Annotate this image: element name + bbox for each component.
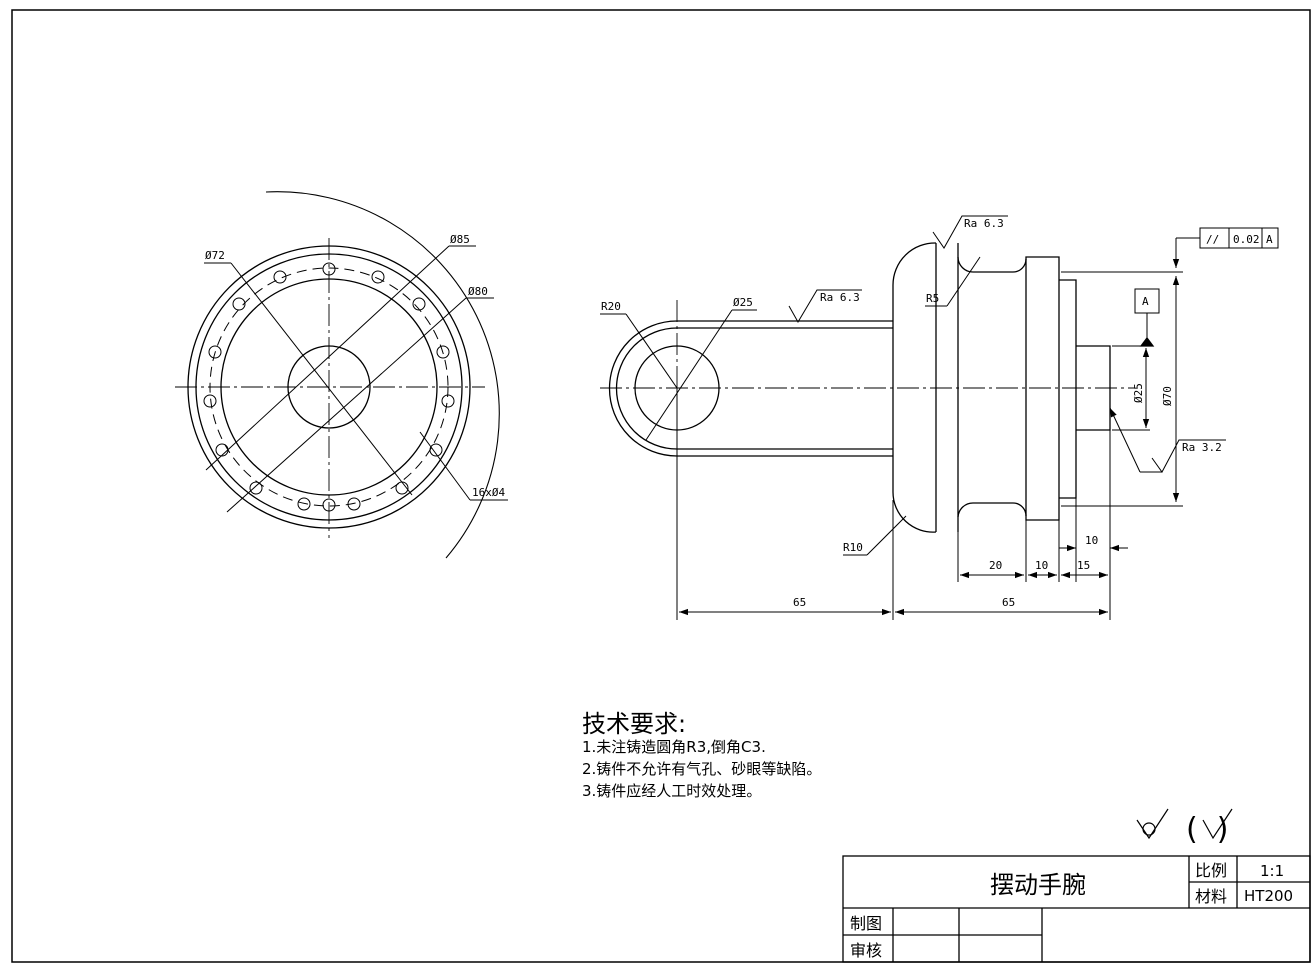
- dim-65-left: 65: [793, 596, 806, 609]
- title-block: [842, 855, 1311, 963]
- tolerance-datum: A: [1266, 233, 1273, 246]
- side-view: [600, 215, 1279, 620]
- roughness-ra-6-3-arm: Ra 6.3: [820, 291, 860, 304]
- dim-dia-80: Ø80: [468, 285, 488, 298]
- side-view-dimension-text: R20 Ø25 Ra 6.3 Ra 6.3 R5 R10 A // 0.02 A…: [601, 217, 1273, 609]
- datum-label-a: A: [1142, 295, 1149, 308]
- dim-20: 20: [989, 559, 1002, 572]
- roughness-ra-6-3-flange: Ra 6.3: [964, 217, 1004, 230]
- notes-line-3: 3.铸件应经人工时效处理。: [582, 782, 761, 800]
- dim-dia-85: Ø85: [450, 233, 470, 246]
- notes-heading: 技术要求:: [582, 710, 686, 738]
- dim-holes: 16xØ4: [472, 486, 505, 499]
- notes-line-2: 2.铸件不允许有气孔、砂眼等缺陷。: [582, 760, 821, 778]
- tolerance-symbol: //: [1206, 233, 1219, 246]
- dim-65-right: 65: [1002, 596, 1015, 609]
- notes-line-1: 1.未注铸造圆角R3,倒角C3.: [582, 738, 766, 756]
- front-view: [175, 191, 508, 559]
- scale-value: 1:1: [1260, 862, 1284, 880]
- dim-dia-25-right: Ø25: [1132, 383, 1145, 403]
- roughness-parentheses: ( ): [1186, 812, 1228, 847]
- dim-10-mid: 10: [1035, 559, 1048, 572]
- part-name: 摆动手腕: [990, 871, 1086, 899]
- dim-r5: R5: [926, 292, 939, 305]
- bolt-holes: [203, 262, 455, 512]
- drawn-by-label: 制图: [850, 914, 882, 933]
- dim-dia-70: Ø70: [1161, 386, 1174, 406]
- material-value: HT200: [1244, 887, 1293, 905]
- material-label: 材料: [1195, 887, 1227, 906]
- dim-r20: R20: [601, 300, 621, 313]
- dim-10-top: 10: [1085, 534, 1098, 547]
- checked-by-label: 审核: [850, 941, 882, 960]
- front-view-dimension-text: Ø72 Ø85 Ø80 16xØ4: [205, 233, 505, 499]
- technical-notes: 技术要求: 1.未注铸造圆角R3,倒角C3. 2.铸件不允许有气孔、砂眼等缺陷。…: [582, 710, 821, 800]
- dim-dia-72: Ø72: [205, 249, 225, 262]
- roughness-ra-3-2: Ra 3.2: [1182, 441, 1222, 454]
- general-roughness-symbol: [1136, 808, 1233, 840]
- dim-15: 15: [1077, 559, 1090, 572]
- tolerance-value: 0.02: [1233, 233, 1260, 246]
- dim-dia-25-left: Ø25: [733, 296, 753, 309]
- large-arc: [265, 191, 500, 559]
- sheet-border: [11, 9, 1311, 963]
- dim-r10: R10: [843, 541, 863, 554]
- scale-label: 比例: [1195, 861, 1227, 880]
